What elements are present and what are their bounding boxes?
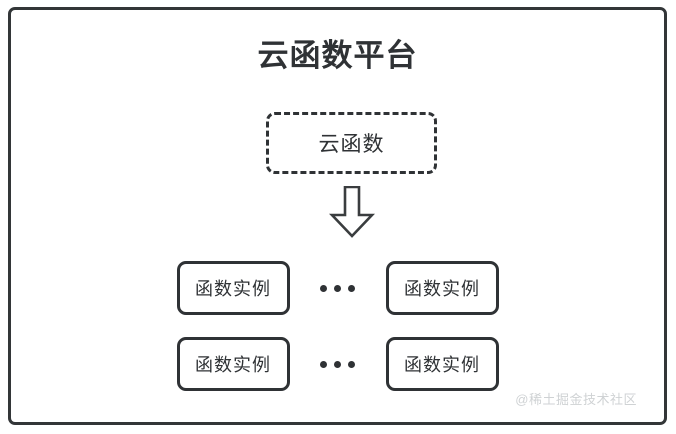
- cloud-function-label: 云函数: [318, 133, 385, 156]
- ellipsis-dot: [320, 360, 327, 368]
- instance-label: 函数实例: [404, 279, 480, 299]
- ellipsis-row1: [290, 261, 386, 315]
- instance-label: 函数实例: [404, 355, 480, 375]
- instance-box-row1-left: 函数实例: [176, 261, 290, 315]
- instance-box-row1-right: 函数实例: [385, 261, 499, 315]
- down-arrow-icon: [328, 185, 376, 238]
- instance-row-1: 函数实例 函数实例: [11, 261, 664, 315]
- instance-box-row2-right: 函数实例: [385, 337, 499, 391]
- platform-container: 云函数平台 云函数 函数实例 函数实例 函数实例: [8, 7, 667, 425]
- ellipsis-dot: [320, 284, 327, 292]
- instance-label: 函数实例: [195, 355, 271, 375]
- ellipsis-dot: [334, 284, 341, 292]
- instance-box-row2-left: 函数实例: [176, 337, 290, 391]
- ellipsis-dot: [348, 360, 355, 368]
- ellipsis-row2: [290, 337, 386, 391]
- page-title: 云函数平台: [257, 38, 418, 73]
- ellipsis-dot: [334, 360, 341, 368]
- cloud-function-node: 云函数: [266, 112, 437, 174]
- watermark: @稀土掘金技术社区: [515, 392, 637, 407]
- instance-label: 函数实例: [195, 279, 271, 299]
- ellipsis-dot: [348, 284, 355, 292]
- instance-row-2: 函数实例 函数实例: [11, 337, 664, 391]
